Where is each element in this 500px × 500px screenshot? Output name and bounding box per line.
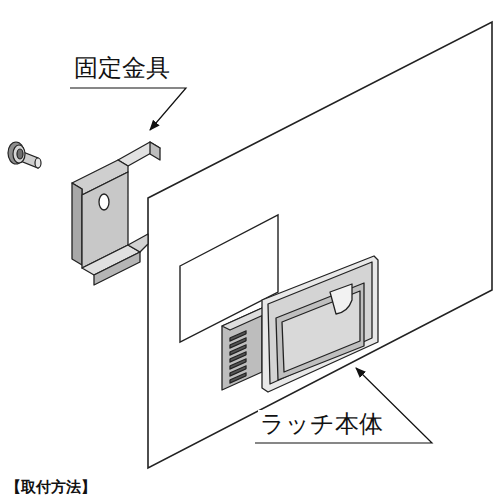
latch-body — [222, 256, 378, 392]
part-label: ラッチ本体 — [258, 410, 385, 439]
panel — [148, 22, 492, 468]
screw — [8, 142, 41, 168]
latch-tooth — [230, 373, 246, 383]
fixing-bracket — [72, 142, 160, 285]
leader-lines — [70, 88, 432, 443]
part-label: 固定金具 — [72, 54, 172, 83]
caption: 【取付方法】 — [4, 478, 98, 496]
